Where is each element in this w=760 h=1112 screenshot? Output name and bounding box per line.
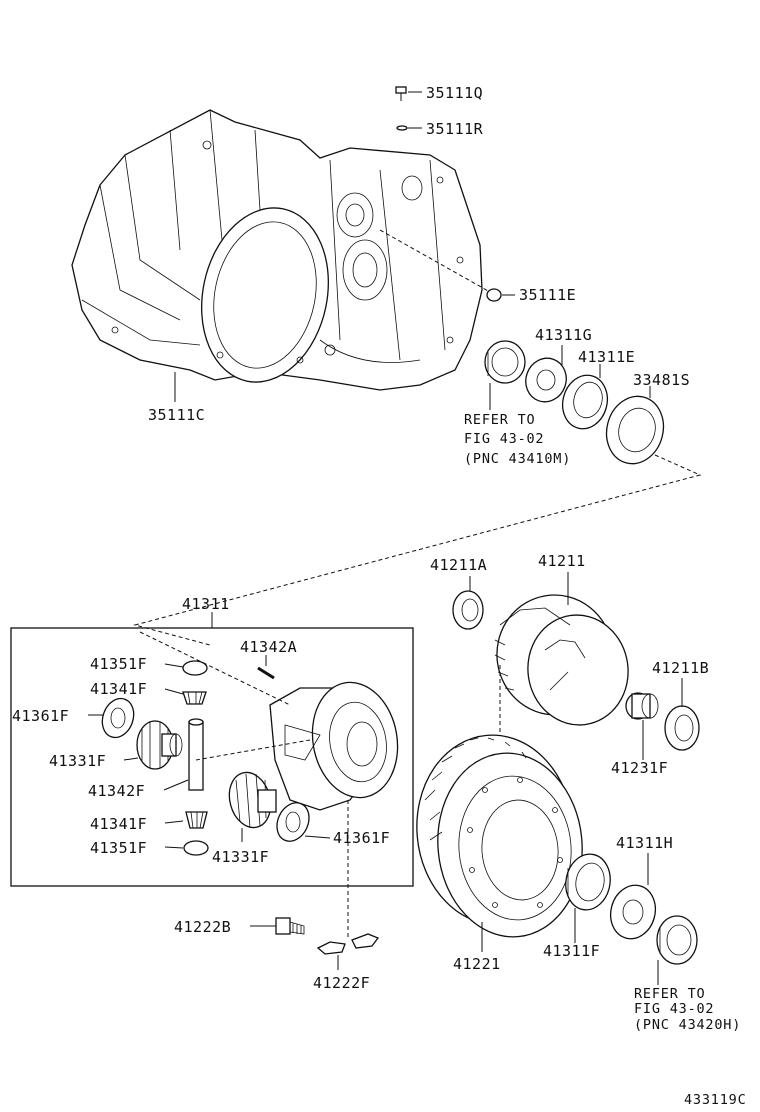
- part-drawing-35111R[interactable]: [396, 125, 408, 131]
- note-upper-line2: FIG 43-02: [464, 431, 544, 447]
- callout-41211B[interactable]: 41211B: [652, 659, 709, 677]
- part-drawing-41311E[interactable]: [557, 370, 613, 434]
- leader-41351F-upper: [164, 663, 184, 668]
- part-drawing-41331F-left[interactable]: [136, 720, 183, 770]
- part-drawing-41311G[interactable]: [520, 352, 573, 407]
- guide-case-assembly: [133, 454, 702, 646]
- figure-id: 433119C: [684, 1092, 747, 1108]
- note-upper-line1: REFER TO: [464, 412, 535, 428]
- callout-41351F-upper[interactable]: 41351F: [90, 655, 147, 673]
- note-upper-line3: (PNC 43410M): [464, 451, 571, 467]
- part-drawing-41311F[interactable]: [561, 851, 614, 914]
- callout-41311[interactable]: 41311: [182, 595, 230, 613]
- part-drawing-oil-seal-ref-upper[interactable]: [484, 340, 526, 384]
- part-drawing-41361F-right[interactable]: [271, 798, 315, 847]
- callout-41342A[interactable]: 41342A: [240, 638, 297, 656]
- callout-41311H[interactable]: 41311H: [616, 834, 673, 852]
- callout-35111R[interactable]: 35111R: [426, 120, 484, 138]
- part-drawing-33481S[interactable]: [599, 390, 671, 470]
- part-drawing-41231F[interactable]: [625, 692, 659, 720]
- part-drawing-41331F-lower[interactable]: [223, 768, 277, 832]
- callout-35111C[interactable]: 35111C: [148, 406, 205, 424]
- part-drawing-41361F-left[interactable]: [97, 694, 139, 742]
- callout-41311F[interactable]: 41311F: [543, 942, 600, 960]
- part-drawing-41341F-upper[interactable]: [182, 691, 207, 705]
- part-drawing-41342A[interactable]: [257, 666, 275, 680]
- part-drawing-differential-case[interactable]: [269, 676, 406, 811]
- part-drawing-41222F[interactable]: [316, 933, 380, 955]
- callout-35111Q[interactable]: 35111Q: [426, 84, 483, 102]
- note-lower-line3: (PNC 43420H): [634, 1017, 741, 1033]
- callout-41222F[interactable]: 41222F: [313, 974, 370, 992]
- leader-41342F: [163, 779, 189, 791]
- leader-41351F-lower: [164, 846, 184, 849]
- part-drawing-41211A[interactable]: [452, 590, 484, 630]
- part-drawing-41211B[interactable]: [664, 705, 700, 751]
- callout-41361F-right[interactable]: 41361F: [333, 829, 390, 847]
- part-drawing-41211[interactable]: [489, 588, 635, 732]
- part-drawing-41351F-lower[interactable]: [183, 840, 209, 856]
- leader-41341F-lower: [164, 820, 184, 824]
- part-drawing-41222B[interactable]: [275, 917, 305, 935]
- callout-41222B[interactable]: 41222B: [174, 918, 231, 936]
- callout-41211A[interactable]: 41211A: [430, 556, 487, 574]
- part-drawing-35111E[interactable]: [486, 288, 502, 302]
- part-drawing-41351F-upper[interactable]: [182, 660, 208, 676]
- callout-41311G[interactable]: 41311G: [535, 326, 592, 344]
- callout-41231F[interactable]: 41231F: [611, 759, 668, 777]
- part-drawing-41311H[interactable]: [605, 880, 661, 944]
- callout-41311E[interactable]: 41311E: [578, 348, 635, 366]
- note-lower-line2: FIG 43-02: [634, 1001, 714, 1017]
- callout-41331F-lower[interactable]: 41331F: [212, 848, 269, 866]
- callout-35111E[interactable]: 35111E: [519, 286, 576, 304]
- callout-41342F[interactable]: 41342F: [88, 782, 145, 800]
- callout-41221[interactable]: 41221: [453, 955, 501, 973]
- guide-41342F: [195, 739, 311, 761]
- leader-41361F-right: [304, 835, 331, 839]
- callout-41331F-left[interactable]: 41331F: [49, 752, 106, 770]
- leader-41331F-left: [123, 757, 139, 761]
- part-drawing-41221[interactable]: [409, 729, 590, 943]
- callout-41351F-lower[interactable]: 41351F: [90, 839, 147, 857]
- note-lower-line1: REFER TO: [634, 986, 705, 1002]
- callout-33481S[interactable]: 33481S: [633, 371, 690, 389]
- part-drawing-41342F[interactable]: [188, 718, 204, 791]
- part-drawing-35111C[interactable]: [71, 109, 483, 394]
- callout-41361F-left[interactable]: 41361F: [12, 707, 69, 725]
- callout-41341F-lower[interactable]: 41341F: [90, 815, 147, 833]
- guide-35111E: [379, 229, 491, 293]
- callout-41211[interactable]: 41211: [538, 552, 586, 570]
- callout-41341F-upper[interactable]: 41341F: [90, 680, 147, 698]
- leader-41341F-upper: [164, 688, 184, 695]
- part-drawing-35111Q[interactable]: [395, 86, 407, 101]
- part-drawing-oil-seal-ref-lower[interactable]: [656, 915, 698, 965]
- part-drawing-41341F-lower[interactable]: [185, 811, 208, 829]
